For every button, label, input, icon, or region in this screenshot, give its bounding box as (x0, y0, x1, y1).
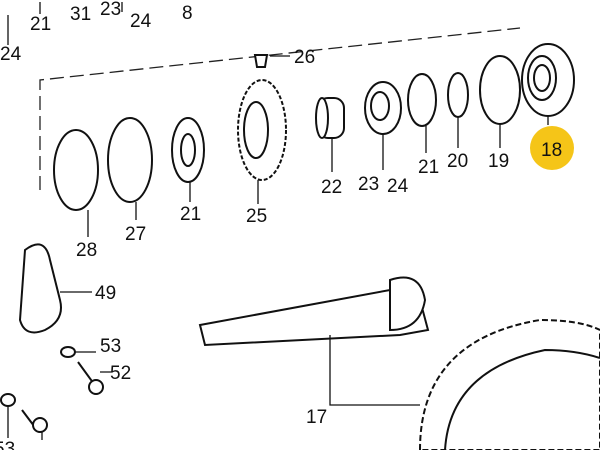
shim-20 (447, 72, 469, 118)
fork-49 (18, 243, 62, 334)
washer-53 (60, 346, 76, 358)
pinion-shaft-17 (198, 276, 430, 347)
label-27: 27 (125, 224, 146, 245)
label-21: 21 (30, 14, 51, 35)
label-21: 21 (180, 204, 201, 225)
label-19: 19 (488, 151, 509, 172)
highlight-marker (530, 126, 574, 170)
label-25: 25 (246, 206, 267, 227)
label-8: 8 (182, 3, 193, 24)
ring-gear (418, 318, 600, 450)
washer-lower (0, 393, 16, 407)
label-49: 49 (95, 283, 116, 304)
ring-19 (479, 55, 521, 125)
label-23: 23 (358, 174, 379, 195)
label-17: 17 (306, 407, 327, 428)
bolt-52 (77, 361, 104, 395)
label-31: 31 (70, 4, 91, 25)
label-20: 20 (447, 151, 468, 172)
gear-25 (237, 79, 287, 181)
snap-ring-28 (53, 129, 99, 211)
washer-21 (407, 73, 437, 127)
label-24: 24 (387, 176, 409, 197)
label-23: 23 (100, 0, 121, 20)
label-24: 24 (0, 44, 22, 65)
label-24: 24 (130, 11, 152, 32)
label-53: 53 (100, 336, 121, 357)
bearing-18 (521, 43, 575, 117)
label-52: 52 (110, 363, 131, 384)
pin-26 (253, 54, 269, 68)
label-22: 22 (321, 177, 342, 198)
label-53: 53 (0, 439, 15, 450)
label-21: 21 (418, 157, 439, 178)
label-18: 18 (541, 140, 562, 161)
label-26: 26 (294, 47, 315, 68)
assembly-outline (39, 27, 521, 190)
label-28: 28 (76, 240, 97, 261)
bolt-lower (21, 409, 48, 433)
washer-21-left (171, 117, 205, 183)
gear-23 (364, 81, 402, 135)
synchro-ring-27 (107, 117, 153, 203)
bushing-22 (315, 97, 345, 139)
